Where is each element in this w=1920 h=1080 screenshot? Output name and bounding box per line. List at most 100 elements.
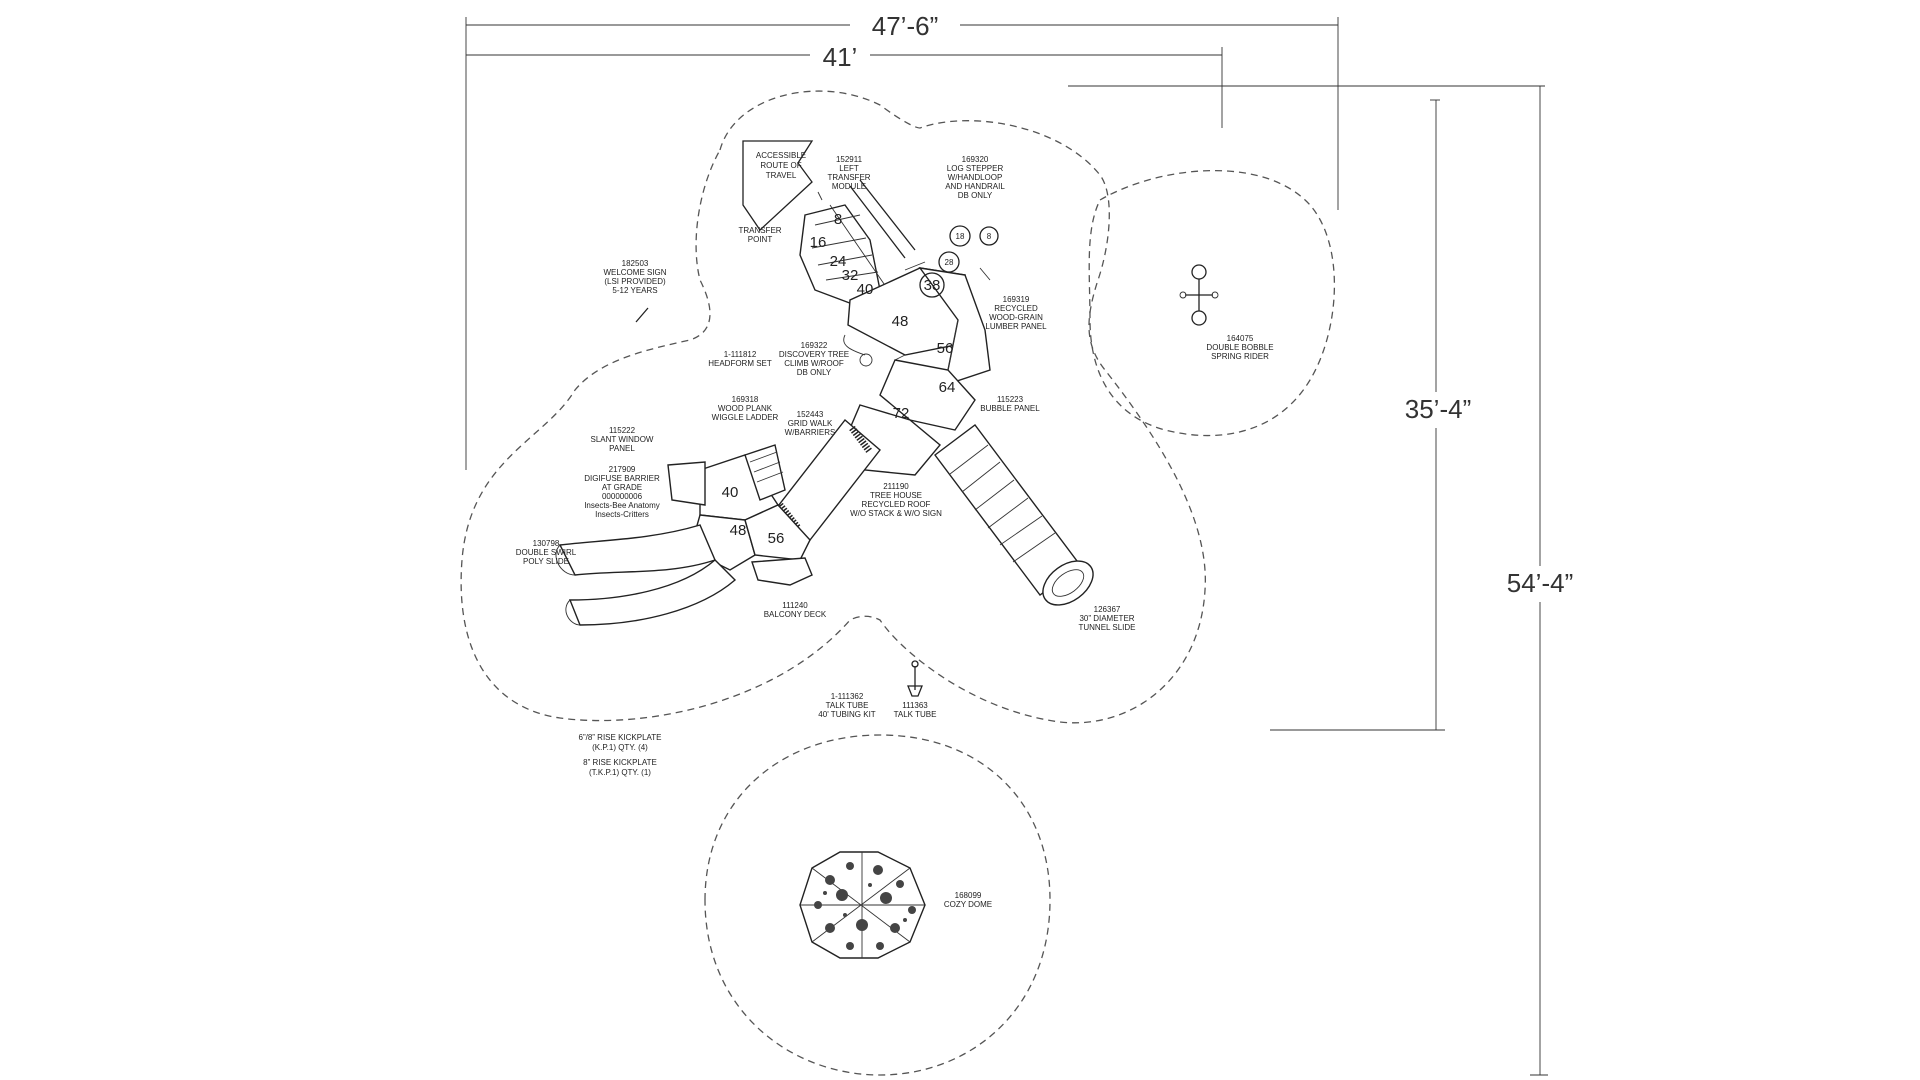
lumber-panel-label-2: RECYCLED	[994, 304, 1038, 313]
talk-tube-kit-label-1: 1-111362	[831, 692, 864, 701]
diffuse-barrier-label-3: AT GRADE	[602, 483, 642, 492]
cozy-dome-label-1: 168099	[955, 891, 982, 900]
deck-height-72: 72	[893, 405, 910, 422]
component-labels: 152911 LEFT TRANSFER MODULE 169320 LOG S…	[516, 155, 1274, 909]
kickplate-note-1: 6”/8” RISE KICKPLATE	[579, 733, 662, 742]
wiggle-ladder	[744, 444, 786, 501]
welcome-sign-label-3: (LSI PROVIDED)	[604, 277, 666, 286]
deck-height-8: 8	[834, 211, 842, 228]
stepper-height-8: 8	[987, 232, 992, 241]
deck-height-40-left: 40	[722, 484, 739, 501]
spring-rider-label-2: DOUBLE BOBBLE	[1206, 343, 1273, 352]
overall-width-dimension: 47’-6”	[872, 11, 938, 41]
transfer-module-label-2: LEFT	[839, 164, 859, 173]
log-stepper-38	[919, 272, 945, 298]
log-stepper-18	[949, 225, 971, 247]
stepper-height-38: 38	[924, 277, 941, 294]
wiggle-ladder-label-2: WOOD PLANK	[718, 404, 773, 413]
tunnel-slide-label-2: 30” DIAMETER	[1079, 614, 1134, 623]
transfer-module-label-3: TRANSFER	[827, 173, 870, 182]
slant-window-label-1: 115222	[609, 426, 636, 435]
talk-tube-kit-label-2: TALK TUBE	[826, 701, 869, 710]
swirl-slide-label-2: DOUBLE SWIRL	[516, 548, 577, 557]
log-stepper-label-4: AND HANDRAIL	[945, 182, 1005, 191]
slant-window-stub	[667, 461, 706, 506]
talk-tube-label-1: 111363	[902, 701, 928, 710]
deck-height-48-left: 48	[730, 522, 747, 539]
play-structure	[555, 179, 1094, 626]
lumber-panel-label-3: WOOD-GRAIN	[989, 313, 1043, 322]
grid-walk-label-3: W/BARRIERS	[785, 428, 836, 437]
lumber-panel-label-4: LUMBER PANEL	[985, 322, 1047, 331]
welcome-sign	[635, 307, 649, 323]
transfer-point-label-2: POINT	[748, 235, 773, 244]
transfer-point-label-1: TRANSFER	[738, 226, 781, 235]
kickplate-note-3: 8” RISE KICKPLATE	[583, 758, 657, 767]
transfer-module-label-1: 152911	[836, 155, 863, 164]
deck-height-16: 16	[810, 234, 827, 251]
slant-window-label-2: SLANT WINDOW	[591, 435, 654, 444]
tunnel-slide-label-1: 126367	[1094, 605, 1121, 614]
deck-height-64: 64	[939, 379, 956, 396]
cozy-dome-use-zone-outline	[704, 734, 1051, 1076]
accessible-route-label-2: ROUTE OF	[760, 161, 801, 170]
welcome-sign-label-1: 182503	[622, 259, 649, 268]
lumber-panel-label-1: 169319	[1003, 295, 1030, 304]
spring-rider	[1179, 264, 1219, 326]
diffuse-barrier-label-1: 217909	[609, 465, 636, 474]
log-stepper-label-3: W/HANDLOOP	[948, 173, 1003, 182]
inner-width-dimension: 41’	[823, 42, 858, 72]
tree-house-roof-label-2: TREE HOUSE	[870, 491, 922, 500]
accessible-route-label-3: TRAVEL	[766, 171, 797, 180]
discovery-tree-label-1: 169322	[801, 341, 828, 350]
partial-height-dimension: 35’-4”	[1405, 394, 1471, 424]
cozy-dome	[799, 851, 926, 959]
slant-window-label-3: PANEL	[609, 444, 635, 453]
wiggle-ladder-label-3: WIGGLE LADDER	[712, 413, 779, 422]
kickplate-note-2: (K.P.1) QTY. (4)	[592, 743, 648, 752]
bubble-panel-label-2: BUBBLE PANEL	[980, 404, 1040, 413]
balcony-deck-label-1: 111240	[782, 601, 808, 610]
deck-height-24: 24	[830, 253, 847, 270]
diffuse-barrier-label-6: Insects-Critters	[595, 510, 649, 519]
main-use-zone-outline	[460, 90, 1206, 724]
spring-rider-label-3: SPRING RIDER	[1211, 352, 1269, 361]
diffuse-barrier-label-2: DIGIFUSE BARRIER	[584, 474, 660, 483]
log-stepper-8	[979, 226, 999, 246]
discovery-tree-label-2: DISCOVERY TREE	[779, 350, 849, 359]
deck-56-left	[744, 504, 811, 561]
balcony-deck	[751, 557, 813, 586]
diffuse-barrier-label-5: Insects-Bee Anatomy	[584, 501, 660, 510]
talk-tube	[907, 660, 923, 697]
cozy-dome-label-2: COZY DOME	[944, 900, 992, 909]
talk-tube-kit-label-3: 40' TUBING KIT	[818, 710, 876, 719]
log-stepper-28	[938, 251, 960, 273]
deck-height-56-left: 56	[768, 530, 785, 547]
wiggle-ladder-label-1: 169318	[732, 395, 759, 404]
welcome-sign-label-4: 5-12 YEARS	[612, 286, 657, 295]
double-swirl-slide	[558, 524, 716, 576]
stepper-height-18: 18	[956, 232, 965, 241]
headform-label-1: 1-111812	[724, 350, 757, 359]
log-stepper-label-1: 169320	[962, 155, 989, 164]
balcony-deck-label-2: BALCONY DECK	[764, 610, 827, 619]
spring-rider-use-zone-outline	[1088, 169, 1336, 437]
discovery-tree-label-4: DB ONLY	[797, 368, 832, 377]
log-stepper-label-5: DB ONLY	[958, 191, 993, 200]
accessible-route-label-1: ACCESSIBLE	[756, 151, 806, 160]
grid-walk-label-2: GRID WALK	[788, 419, 833, 428]
accessible-route-arrow	[742, 140, 814, 231]
welcome-sign-label-2: WELCOME SIGN	[603, 268, 666, 277]
transfer-module-label-4: MODULE	[832, 182, 866, 191]
swirl-slide-label-3: POLY SLIDE	[523, 557, 569, 566]
tree-house-roof-label-1: 211190	[883, 482, 909, 491]
spring-rider-label-1: 164075	[1227, 334, 1254, 343]
discovery-tree-label-3: CLIMB W/ROOF	[784, 359, 844, 368]
bubble-panel-label-1: 115223	[997, 395, 1024, 404]
deck-height-32: 32	[842, 267, 859, 284]
diffuse-barrier-label-4: 000000006	[602, 492, 643, 501]
tree-house-roof-label-4: W/O STACK & W/O SIGN	[850, 509, 942, 518]
deck-height-40: 40	[857, 281, 874, 298]
stepper-height-28: 28	[945, 258, 954, 267]
